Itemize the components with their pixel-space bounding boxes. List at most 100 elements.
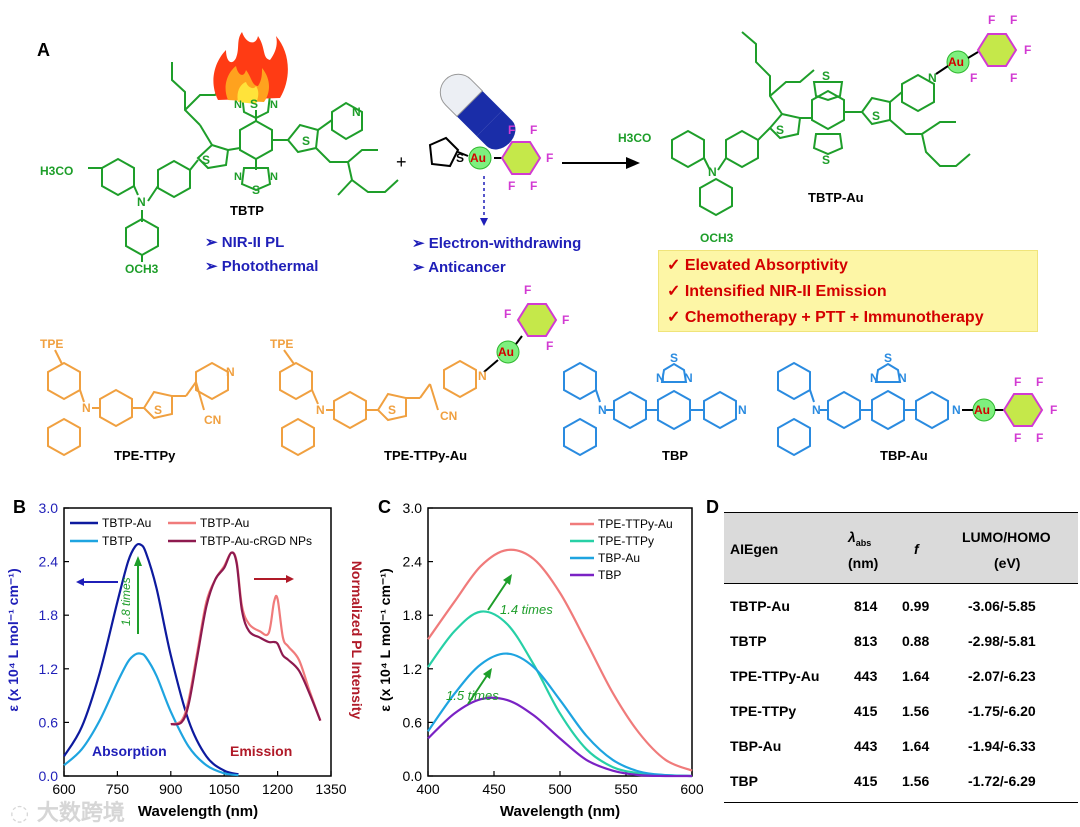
svg-text:OCH3: OCH3 — [125, 262, 159, 276]
svg-text:F: F — [1050, 403, 1057, 417]
svg-text:S: S — [252, 183, 260, 197]
svg-text:N: N — [684, 371, 693, 385]
legend-b-1: TBTP-Au — [102, 516, 151, 530]
row-name: TBTP — [730, 633, 767, 649]
svg-text:N: N — [316, 403, 325, 417]
chart-b-ylabel-right: Normalized PL Intensity — [349, 561, 365, 720]
flame-icon — [213, 32, 288, 104]
svg-text:F: F — [504, 307, 511, 321]
svg-text:F: F — [508, 123, 515, 137]
series-line-tpe-ttpy-au — [427, 548, 693, 772]
panel-d-letter: D — [706, 497, 719, 517]
svg-text:F: F — [1036, 375, 1043, 389]
row-f: 0.88 — [902, 633, 930, 649]
y-tick-label: 0.0 — [39, 768, 59, 784]
svg-text:N: N — [82, 401, 91, 415]
svg-text:CN: CN — [204, 413, 221, 427]
table-row: TBP-Au 443 1.64 -1.94/-6.33 — [724, 730, 1078, 765]
svg-text:N: N — [234, 171, 242, 183]
reagent-bullet-1: ➢ Electron-withdrawing — [412, 235, 582, 252]
svg-text:N: N — [352, 105, 361, 119]
svg-text:N: N — [870, 371, 879, 385]
svg-text:S: S — [202, 153, 210, 167]
row-lumo-homo: -1.75/-6.20 — [968, 703, 1036, 719]
svg-text:F: F — [530, 123, 537, 137]
svg-text:F: F — [1014, 431, 1021, 445]
svg-text:F: F — [530, 179, 537, 193]
panel-a-schemes: S N N N N S S S N N H3CO OCH3 + S Au F F… — [40, 13, 1057, 457]
tbp-au-structure — [777, 361, 949, 457]
svg-text:N: N — [137, 195, 146, 209]
x-tick-label: 600 — [52, 781, 76, 797]
svg-text:S: S — [670, 351, 678, 365]
series-line-tbtp — [63, 652, 239, 777]
svg-text:F: F — [970, 71, 977, 85]
tbp-au-label: TBP-Au — [880, 448, 928, 463]
svg-text:Au: Au — [498, 345, 514, 359]
row-lumo-homo: -1.72/-6.29 — [968, 773, 1036, 789]
row-name: TPE-TTPy-Au — [730, 668, 820, 684]
row-name: TBP — [730, 773, 758, 789]
svg-text:N: N — [656, 371, 665, 385]
capsule-icon — [439, 73, 516, 150]
x-tick-label: 400 — [416, 781, 440, 797]
series-line-tbtp-au-crgd-nps — [170, 551, 322, 726]
svg-text:F: F — [508, 179, 515, 193]
header-aiegen: AIEgen — [730, 541, 779, 557]
legend-c-1: TPE-TTPy-Au — [598, 517, 673, 531]
svg-text:N: N — [738, 403, 747, 417]
svg-text:F: F — [546, 151, 553, 165]
tbtp-label: TBTP — [230, 203, 264, 218]
svg-text:N: N — [234, 99, 242, 111]
tpe-ttpy-au-structure — [279, 349, 477, 457]
x-tick-label: 900 — [159, 781, 183, 797]
table-header: AIEgen λabs (nm) f LUMO/HOMO (eV) — [724, 512, 1078, 584]
series-line-tbp-au — [427, 652, 693, 778]
svg-text:N: N — [952, 403, 961, 417]
svg-text:H3CO: H3CO — [40, 164, 73, 178]
tbtp-au-label: TBTP-Au — [808, 190, 864, 205]
legend-c-4: TBP — [598, 568, 621, 582]
svg-text:S: S — [302, 134, 310, 148]
legend-c-2: TPE-TTPy — [598, 534, 654, 548]
y-tick-label: 1.2 — [403, 661, 423, 677]
svg-text:OCH3: OCH3 — [700, 231, 734, 245]
row-labs: 443 — [854, 738, 878, 754]
row-name: TBP-Au — [730, 738, 782, 754]
highlights-box: ✓ Elevated Absorptivity ✓ Intensified NI… — [658, 250, 1038, 332]
tbtp-au-structure — [671, 31, 971, 217]
tbp-label: TBP — [662, 448, 688, 463]
row-lumo-homo: -1.94/-6.33 — [968, 738, 1036, 754]
x-tick-label: 450 — [482, 781, 506, 797]
svg-text:Au: Au — [974, 403, 990, 417]
x-tick-label: 550 — [614, 781, 638, 797]
y-tick-label: 1.2 — [39, 661, 59, 677]
svg-text:S: S — [872, 109, 880, 123]
header-labs: λabs — [848, 529, 872, 548]
row-f: 1.56 — [902, 773, 930, 789]
svg-text:S: S — [822, 69, 830, 83]
tbtp-structure — [88, 62, 399, 262]
x-tick-label: 1350 — [315, 781, 346, 797]
row-lumo-homo: -2.07/-6.23 — [968, 668, 1036, 684]
tpe-ttpy-au-label: TPE-TTPy-Au — [384, 448, 468, 463]
row-lumo-homo: -2.98/-5.81 — [968, 633, 1036, 649]
row-labs: 415 — [854, 703, 878, 719]
svg-text:S: S — [822, 153, 830, 167]
svg-text:Au: Au — [948, 55, 964, 69]
plus-sign: + — [396, 152, 407, 172]
row-f: 1.64 — [902, 738, 930, 754]
svg-text:S: S — [250, 97, 258, 111]
svg-text:Au: Au — [470, 151, 486, 165]
svg-text:TPE: TPE — [270, 337, 293, 351]
svg-text:N: N — [226, 365, 235, 379]
legend-b-4: TBTP-Au-cRGD NPs — [200, 534, 312, 548]
svg-text:N: N — [270, 99, 278, 111]
reagent-bullet-2: ➢ Anticancer — [412, 259, 506, 276]
row-labs: 415 — [854, 773, 878, 789]
y-tick-label: 2.4 — [403, 554, 423, 570]
tht-au-reagent — [428, 136, 502, 168]
